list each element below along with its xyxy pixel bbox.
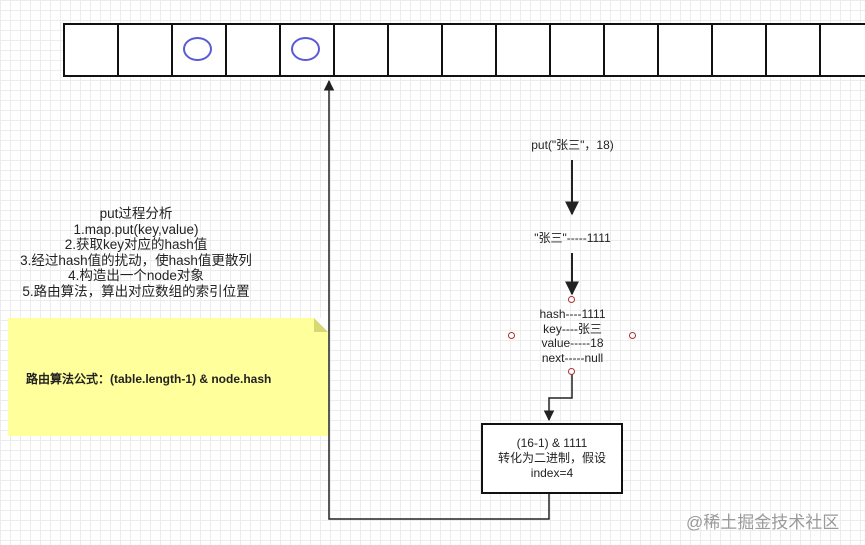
bucket-node-circle <box>183 37 212 61</box>
array-cell <box>335 23 389 77</box>
node-object: hash----1111 key----张三 value-----18 next… <box>505 307 640 365</box>
note-fold-corner <box>314 318 328 332</box>
node-field-hash: hash----1111 <box>539 307 606 321</box>
node-field-key: key----张三 <box>543 321 602 336</box>
arrow-node-to-calc <box>543 373 573 422</box>
analysis-step-4: 4.构造出一个node对象 <box>68 268 204 283</box>
array-cell <box>119 23 173 77</box>
put-analysis-text: put过程分析 1.map.put(key,value) 2.获取key对应的h… <box>0 206 272 299</box>
array-cell <box>551 23 605 77</box>
analysis-step-3: 3.经过hash值的扰动，使hash值更散列 <box>20 252 252 268</box>
node-field-value: value-----18 <box>541 336 604 350</box>
array-cell <box>497 23 551 77</box>
array-cell <box>821 23 865 77</box>
array-cell <box>227 23 281 77</box>
put-call-label: put("张三"，18) <box>531 138 614 152</box>
calc-line-1: (16-1) & 1111 <box>516 436 588 450</box>
array-cell <box>659 23 713 77</box>
bucket-node-circle <box>291 37 320 61</box>
routing-formula-note: 路由算法公式：(table.length-1) & node.hash <box>8 318 328 436</box>
node-handle-top[interactable] <box>568 296 575 303</box>
calc-line-2: 转化为二进制，假设 <box>497 451 606 465</box>
node-handle-bottom[interactable] <box>568 368 575 375</box>
array-cell <box>281 23 335 77</box>
array-cell <box>605 23 659 77</box>
analysis-step-2: 2.获取key对应的hash值 <box>64 237 208 252</box>
analysis-step-5: 5.路由算法，算出对应数组的索引位置 <box>22 283 250 299</box>
calc-line-3: index=4 <box>530 466 574 480</box>
array-cell <box>713 23 767 77</box>
node-handle-right[interactable] <box>629 332 636 339</box>
array-cell <box>443 23 497 77</box>
array-cell <box>173 23 227 77</box>
node-handle-left[interactable] <box>508 332 515 339</box>
watermark: @稀土掘金技术社区 <box>686 513 840 532</box>
analysis-title: put过程分析 <box>99 206 173 221</box>
analysis-step-1: 1.map.put(key,value) <box>73 221 199 237</box>
index-calculation-box: (16-1) & 1111 转化为二进制，假设 index=4 <box>481 423 623 494</box>
arrow-calc-to-array <box>323 79 550 520</box>
routing-formula-text: 路由算法公式：(table.length-1) & node.hash <box>26 372 272 386</box>
hash-table-array <box>63 23 865 77</box>
array-cell <box>65 23 119 77</box>
array-cell <box>767 23 821 77</box>
array-cell <box>389 23 443 77</box>
hash-value-label: "张三"-----1111 <box>534 231 611 245</box>
node-field-next: next-----null <box>541 350 604 365</box>
